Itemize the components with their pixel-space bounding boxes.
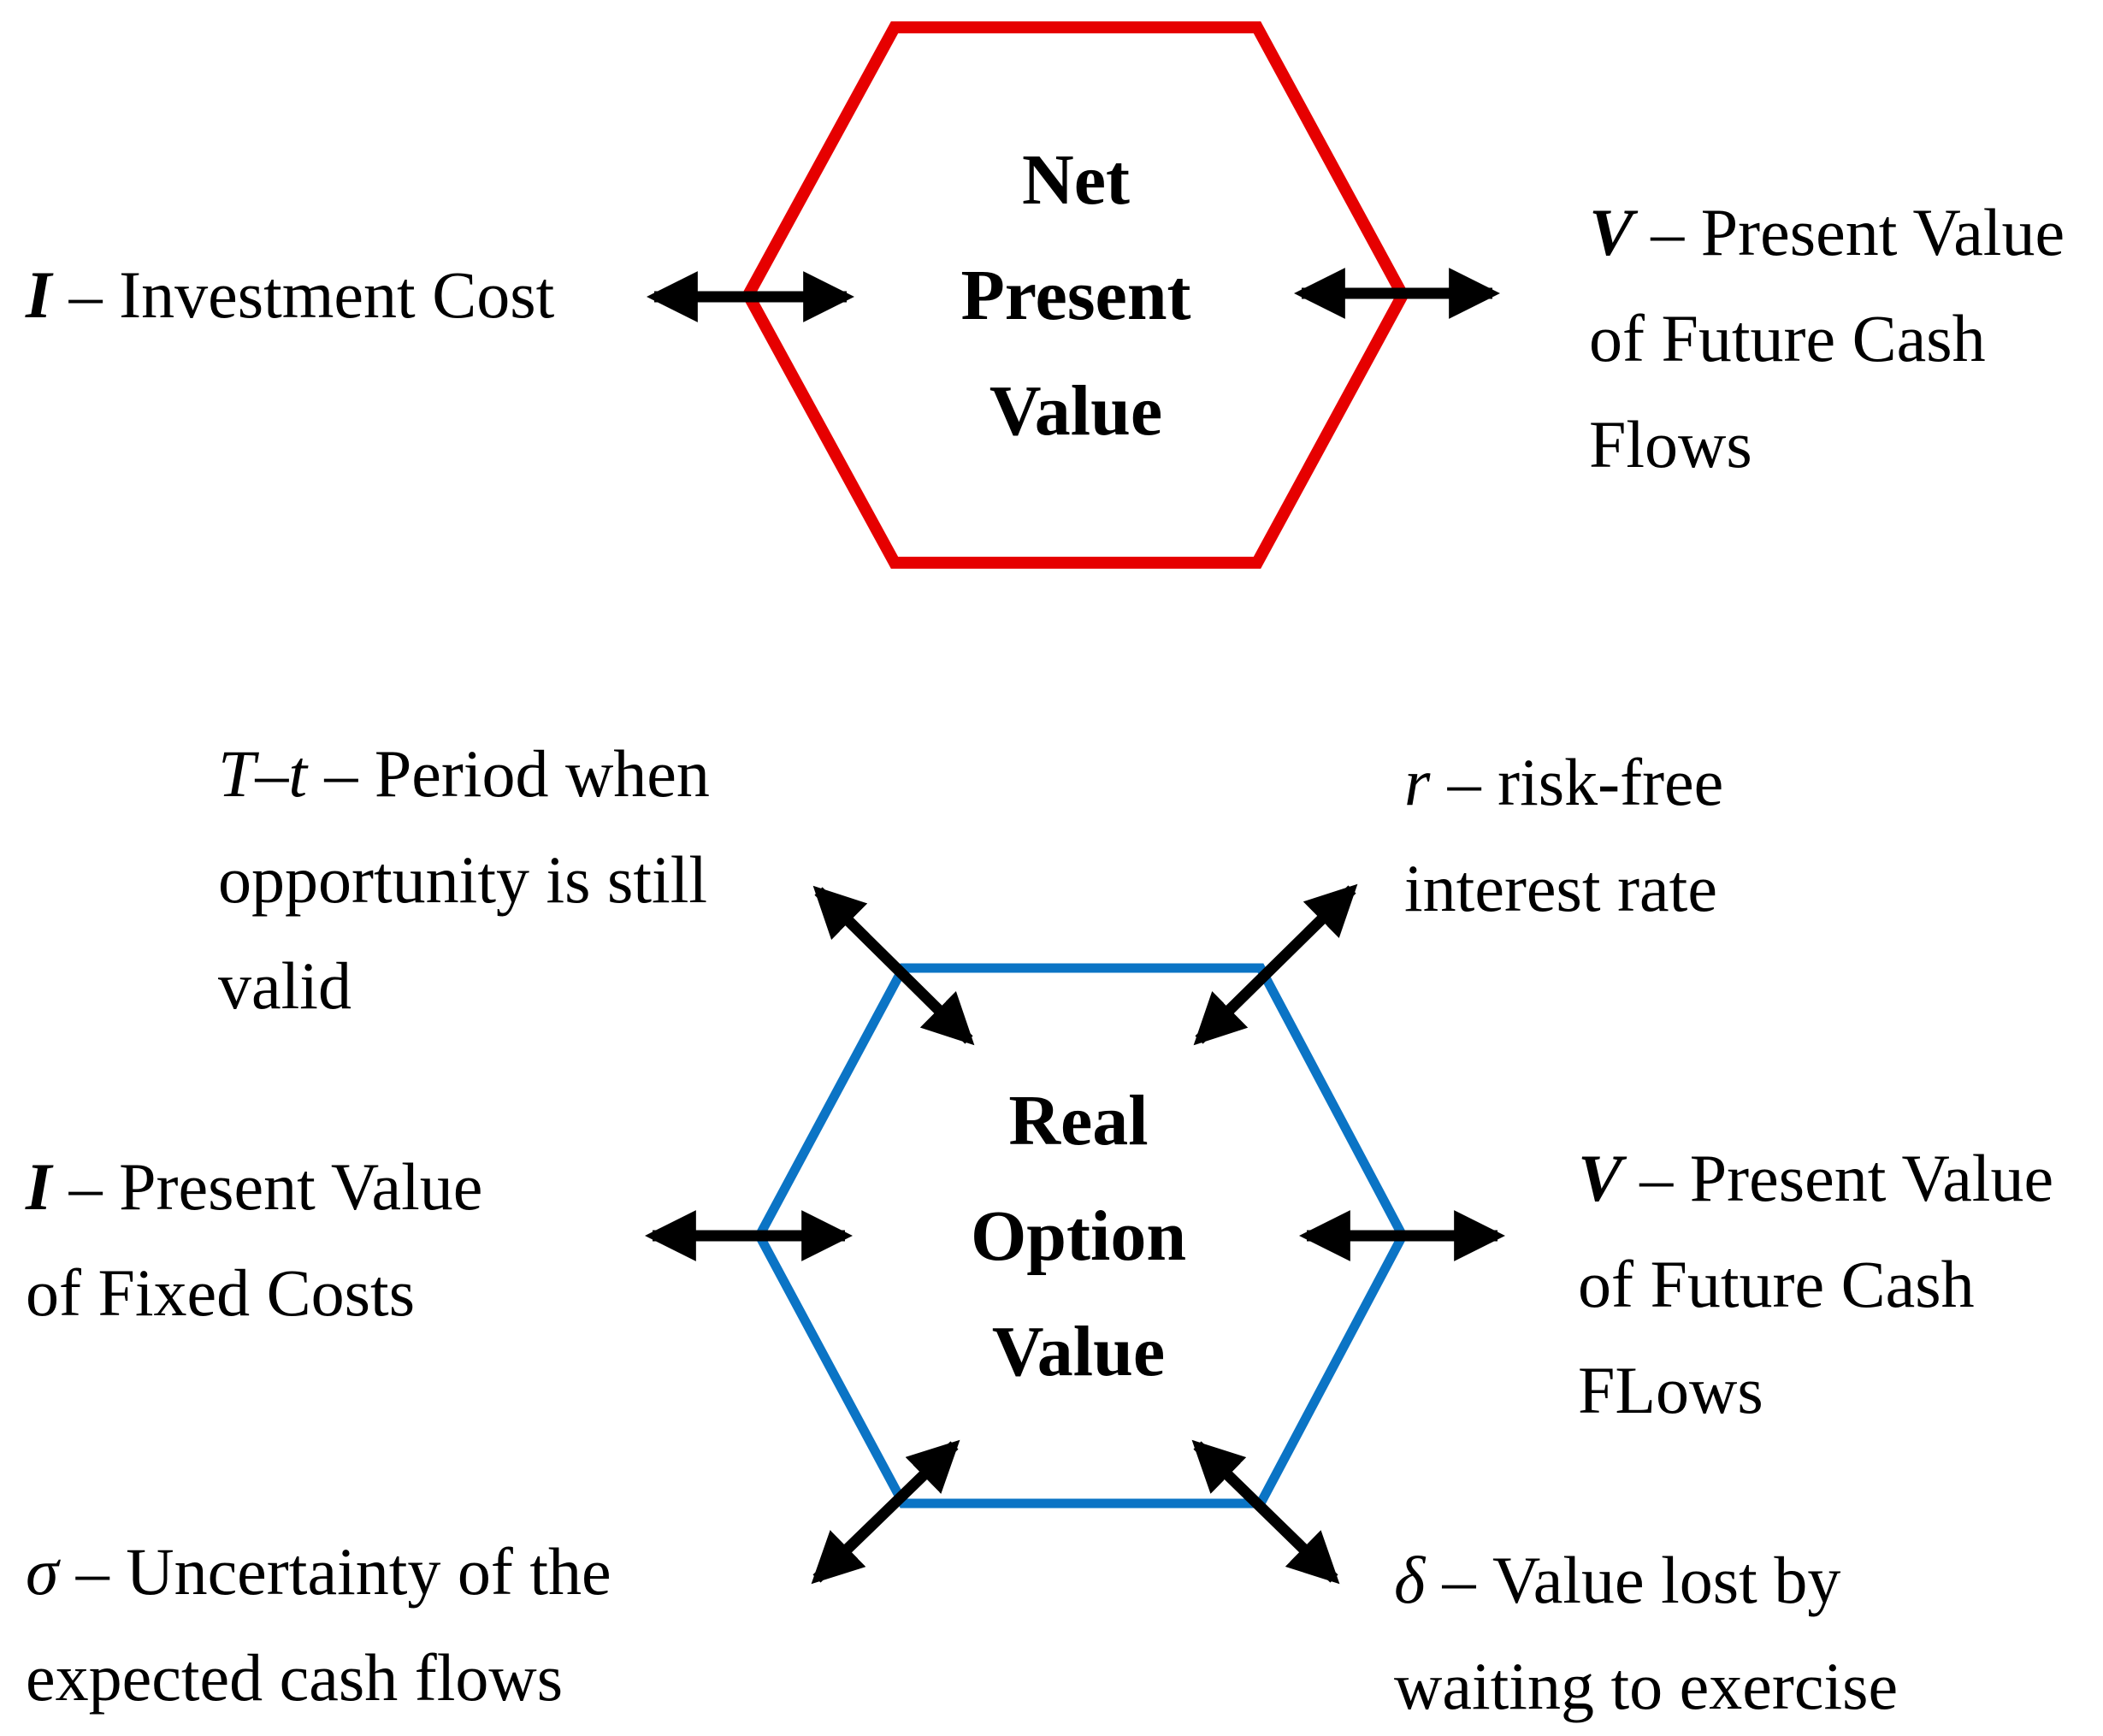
label-line: I– Present Value bbox=[26, 1134, 482, 1240]
rov-uncertainty-arrow-icon bbox=[811, 1439, 960, 1585]
label-line: δ– Value lost by bbox=[1394, 1527, 1898, 1633]
rov-valuelost-arrow-icon bbox=[1191, 1439, 1340, 1585]
rov-title-line: Real bbox=[1008, 1081, 1149, 1160]
rov-riskfree-arrow-icon bbox=[1193, 883, 1358, 1046]
label-line: valid bbox=[218, 948, 351, 1023]
rov-title-line: Value bbox=[991, 1312, 1166, 1391]
npv-cashflow-label: V– Present Value of Future Cash Flows bbox=[1589, 180, 2065, 498]
label-text: – Present Value bbox=[1651, 195, 2065, 269]
rov-title-line: Option bbox=[970, 1196, 1187, 1276]
label-line: of Future Cash bbox=[1578, 1247, 1975, 1321]
rov-fixedcosts-label: I– Present Value of Fixed Costs bbox=[26, 1134, 482, 1346]
label-line: opportunity is still bbox=[218, 842, 708, 917]
symbol-risk-free-rate: r bbox=[1404, 745, 1431, 819]
label-text: – risk-free bbox=[1447, 745, 1724, 819]
symbol-present-value: V bbox=[1578, 1141, 1623, 1215]
label-line: of Future Cash bbox=[1589, 301, 1986, 375]
npv-title-line: Present bbox=[960, 256, 1191, 335]
label-line: interest rate bbox=[1404, 851, 1717, 925]
label-line: r– risk-free bbox=[1404, 729, 1723, 836]
label-line: V– Present Value bbox=[1578, 1125, 2053, 1231]
label-line: expected cash flows bbox=[26, 1640, 564, 1715]
label-line: Flows bbox=[1589, 407, 1752, 481]
npv-investment-label: I– Investment Cost bbox=[26, 242, 554, 348]
label-line: waiting to exercise bbox=[1394, 1649, 1899, 1723]
symbol-period: T–t bbox=[218, 736, 308, 811]
label-text: – Present Value bbox=[1639, 1141, 2054, 1215]
label-line: σ– Uncertainty of the bbox=[26, 1519, 611, 1625]
rov-period-label: T–t– Period when opportunity is still va… bbox=[218, 721, 710, 1039]
label-line: T–t– Period when bbox=[218, 721, 710, 827]
label-line: of Fixed Costs bbox=[26, 1255, 416, 1330]
rov-valuelost-label: δ– Value lost by waiting to exercise bbox=[1394, 1527, 1898, 1736]
label-line: I– Investment Cost bbox=[26, 242, 554, 348]
label-text: – Uncertainty of the bbox=[75, 1534, 611, 1609]
npv-title-line: Value bbox=[989, 371, 1163, 451]
label-line: V– Present Value bbox=[1589, 180, 2065, 286]
label-line: FLows bbox=[1578, 1353, 1763, 1427]
npv-title-line: Net bbox=[1022, 140, 1130, 220]
symbol-fixed-costs: I bbox=[26, 1149, 52, 1224]
label-text: – Period when bbox=[324, 736, 710, 811]
symbol-present-value: V bbox=[1589, 195, 1634, 269]
label-text: – Present Value bbox=[68, 1149, 483, 1224]
rov-riskfree-label: r– risk-free interest rate bbox=[1404, 729, 1723, 942]
label-text: – Investment Cost bbox=[68, 257, 555, 332]
rov-title: Real Option Value bbox=[779, 1063, 1378, 1409]
symbol-delta: δ bbox=[1394, 1543, 1426, 1617]
rov-uncertainty-label: σ– Uncertainty of the expected cash flow… bbox=[26, 1519, 611, 1731]
label-text: – Value lost by bbox=[1442, 1543, 1841, 1617]
rov-period-arrow-icon bbox=[812, 885, 975, 1046]
symbol-investment-cost: I bbox=[26, 257, 52, 332]
rov-cashflow-label: V– Present Value of Future Cash FLows bbox=[1578, 1125, 2053, 1444]
npv-title: Net Present Value bbox=[777, 122, 1375, 469]
symbol-sigma: σ bbox=[26, 1534, 59, 1609]
